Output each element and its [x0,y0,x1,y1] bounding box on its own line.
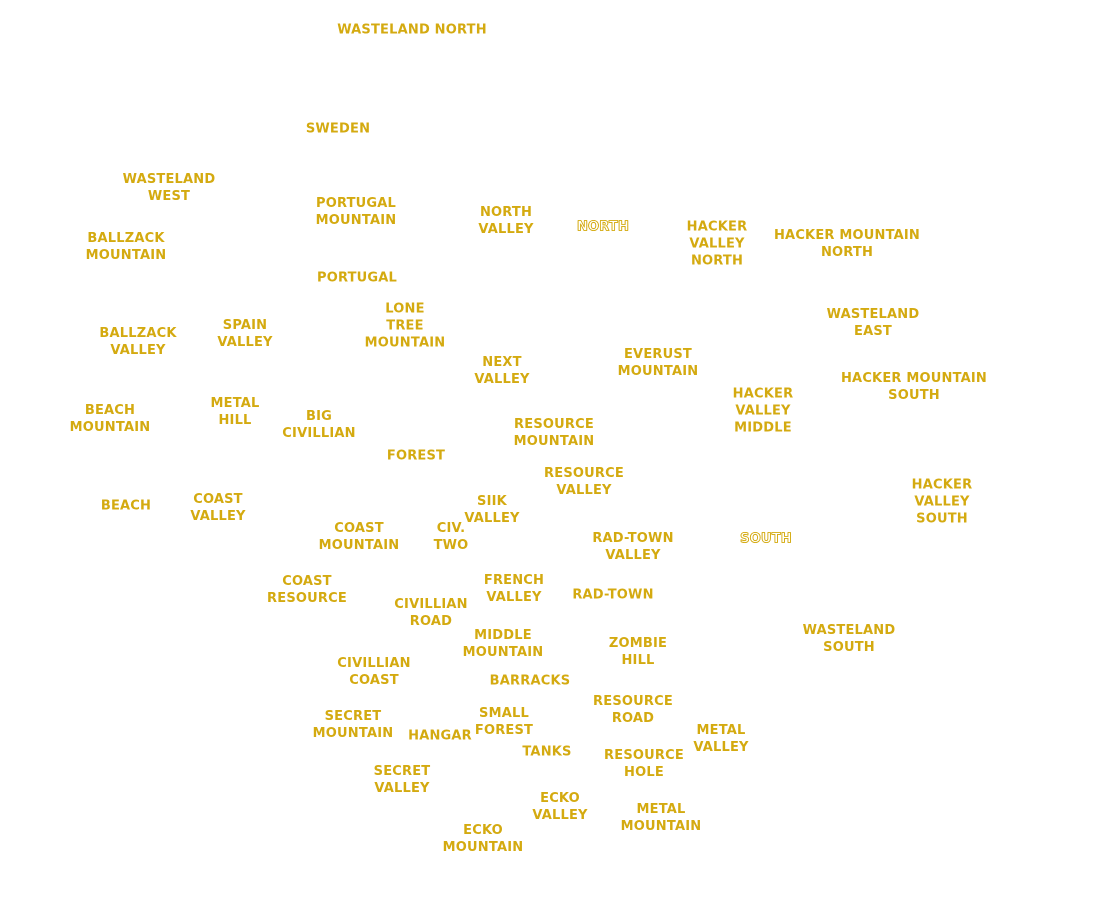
location-label-wasteland-west: WASTELAND WEST [122,172,216,204]
location-label-hacker-valley-south: HACKER VALLEY SOUTH [911,477,973,527]
location-label-secret-mountain: SECRET MOUNTAIN [312,709,394,741]
location-label-beach-mountain: BEACH MOUNTAIN [69,403,151,435]
location-label-next-valley: NEXT VALLEY [474,355,530,387]
location-label-wasteland-north: WASTELAND NORTH [337,22,487,38]
location-label-spain-valley: SPAIN VALLEY [217,318,273,350]
location-label-siik-valley: SIIK VALLEY [464,494,520,526]
location-label-french-valley: FRENCH VALLEY [483,573,545,605]
location-label-hacker-mountain-south: HACKER MOUNTAIN SOUTH [840,371,988,403]
location-label-sweden: SWEDEN [305,121,371,137]
location-label-resource-road: RESOURCE ROAD [593,694,673,726]
location-label-coast-mountain: COAST MOUNTAIN [318,521,400,553]
location-label-hangar: HANGAR [408,728,472,744]
location-label-hacker-valley-north: HACKER VALLEY NORTH [686,219,748,269]
location-label-ecko-valley: ECKO VALLEY [532,791,588,823]
location-label-metal-valley: METAL VALLEY [693,723,749,755]
location-label-resource-mountain: RESOURCE MOUNTAIN [513,417,595,449]
location-label-civ-two: CIV. TWO [433,521,469,553]
location-label-tanks: TANKS [522,744,572,760]
location-label-resource-hole: RESOURCE HOLE [604,748,684,780]
location-label-everust-mountain: EVERUST MOUNTAIN [617,347,699,379]
location-label-zombie-hill: ZOMBIE HILL [608,636,668,668]
location-label-coast-valley: COAST VALLEY [190,492,246,524]
location-label-beach: BEACH [100,498,152,514]
location-label-ecko-mountain: ECKO MOUNTAIN [442,823,524,855]
location-label-rad-town: RAD-TOWN [572,587,654,603]
location-label-lone-tree-mountain: LONE TREE MOUNTAIN [364,301,446,351]
location-label-secret-valley: SECRET VALLEY [373,764,431,796]
location-label-resource-valley: RESOURCE VALLEY [544,466,624,498]
location-label-ballzack-valley: BALLZACK VALLEY [99,326,177,358]
location-label-metal-hill: METAL HILL [210,396,260,428]
location-label-metal-mountain: METAL MOUNTAIN [620,802,702,834]
location-label-wasteland-east: WASTELAND EAST [826,307,920,339]
location-label-portugal-mountain: PORTUGAL MOUNTAIN [315,196,397,228]
location-label-civillian-coast: CIVILLIAN COAST [337,656,411,688]
location-label-hacker-valley-middle: HACKER VALLEY MIDDLE [732,386,794,436]
location-label-small-forest: SMALL FOREST [474,706,534,738]
location-label-civillian-road: CIVILLIAN ROAD [394,597,468,629]
location-label-big-civillian: BIG CIVILLIAN [282,409,356,441]
location-label-north: NORTH [576,219,630,235]
location-label-ballzack-mountain: BALLZACK MOUNTAIN [85,231,167,263]
location-label-hacker-mountain-north: HACKER MOUNTAIN NORTH [773,228,921,260]
location-label-wasteland-south: WASTELAND SOUTH [802,623,896,655]
location-label-forest: FOREST [386,448,446,464]
location-label-rad-town-valley: RAD-TOWN VALLEY [592,531,674,563]
location-label-south: SOUTH [740,531,792,547]
location-label-coast-resource: COAST RESOURCE [267,574,347,606]
location-label-middle-mountain: MIDDLE MOUNTAIN [462,628,544,660]
location-label-barracks: BARRACKS [489,673,571,689]
location-label-portugal: PORTUGAL [316,270,398,286]
location-label-north-valley: NORTH VALLEY [478,205,534,237]
